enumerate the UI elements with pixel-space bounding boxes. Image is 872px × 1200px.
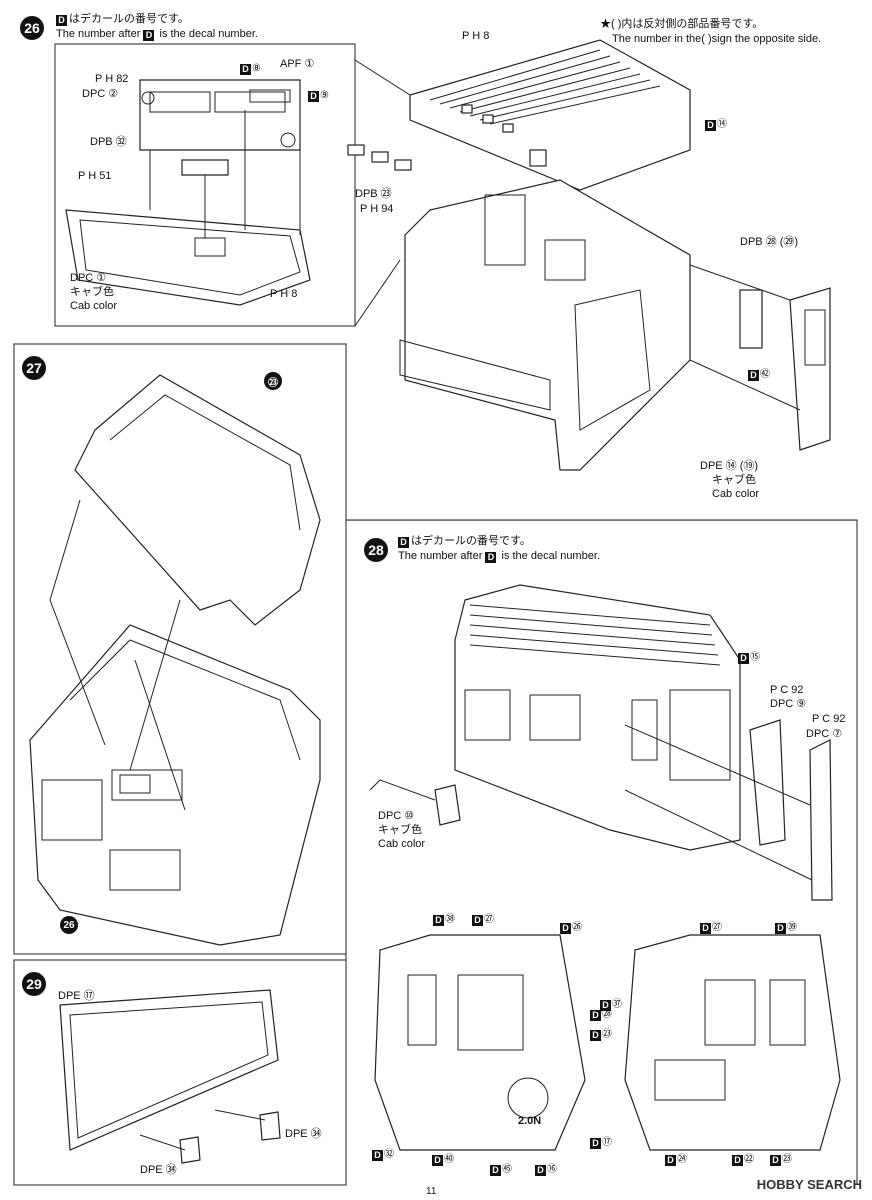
opposite-side-note-jp: ★( )内は反対側の部品番号です。	[600, 18, 764, 30]
part-dpc10: DPC ⑩	[378, 810, 415, 822]
part-dpc2: DPC ②	[82, 88, 119, 100]
cab-color-jp-3: キャブ色	[378, 824, 422, 836]
part-dpc9: DPC ⑨	[770, 698, 807, 710]
step-27-badge: 27	[22, 356, 46, 380]
step-28-badge: 28	[364, 538, 388, 562]
part-dpe14: DPE ⑭ (⑲)	[700, 460, 759, 472]
part-dpb28: DPB ㉘ (㉙)	[740, 236, 799, 248]
part-dpb23: DPB ㉓	[355, 188, 392, 200]
part-dpe54-b: DPE ㉞	[140, 1164, 177, 1176]
part-dpc7: DPC ⑦	[806, 728, 843, 740]
decal-square-icon: D	[143, 30, 155, 41]
opposite-side-note-en: The number in the( )sign the opposite si…	[612, 33, 822, 45]
part-dpb32: DPB ㉜	[90, 136, 127, 148]
part-dpe17: DPE ⑰	[58, 990, 95, 1002]
page-number: 11	[426, 1186, 437, 1197]
part-ph8-lower: P H 8	[270, 288, 298, 300]
step-28-note-en: The number after D is the decal number.	[398, 550, 600, 563]
cab-color-en: Cab color	[70, 300, 118, 312]
decal-square-icon: D	[56, 15, 67, 26]
part-pc92-a: P C 92	[770, 684, 804, 696]
part-ph82: P H 82	[95, 73, 129, 85]
cab-color-jp-2: キャブ色	[712, 474, 756, 486]
step-26-note-en: The number after D is the decal number.	[56, 28, 258, 41]
part-dpe54-a: DPE ㉞	[285, 1128, 322, 1140]
step-26-badge: 26	[20, 16, 44, 40]
cab-color-en-2: Cab color	[712, 488, 760, 500]
ref-step-26: 26	[60, 916, 78, 934]
part-dpc1: DPC ①	[70, 272, 107, 284]
cab-color-jp: キャブ色	[70, 286, 114, 298]
step-29-badge: 29	[22, 972, 46, 996]
cab-color-en-3: Cab color	[378, 838, 426, 850]
part-ph51: P H 51	[78, 170, 112, 182]
part-ph94: P H 94	[360, 203, 394, 215]
ref-part-23: ㉓	[264, 372, 282, 390]
part-pc92-b: P C 92	[812, 713, 846, 725]
watermark: HOBBY SEARCH	[756, 1177, 862, 1192]
part-apf1: APF ①	[280, 58, 315, 70]
part-ph8-top: P H 8	[462, 30, 490, 42]
plate-2on: 2.0N	[518, 1115, 542, 1127]
